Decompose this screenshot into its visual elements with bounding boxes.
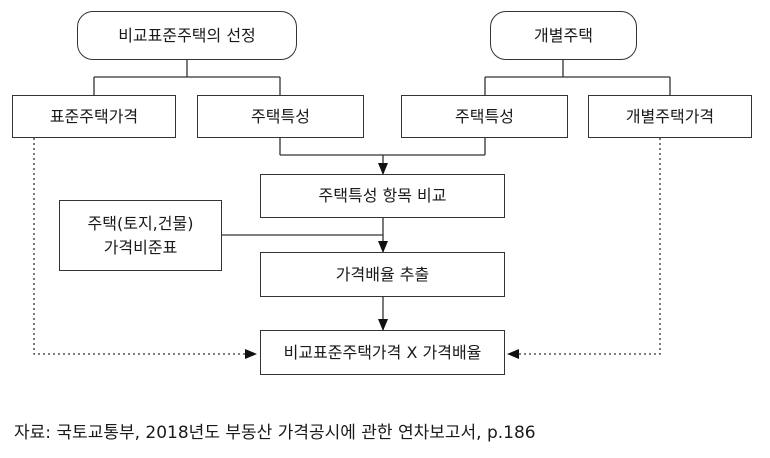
house-attributes-right-box: 주택특성 <box>401 95 568 138</box>
price-multiplier-box: 가격배율 추출 <box>260 252 505 297</box>
comparison-house-selection-box: 비교표준주택의 선정 <box>77 11 297 60</box>
price-table-line2: 가격비준표 <box>103 237 178 257</box>
individual-house-label: 개별주택 <box>534 25 593 45</box>
source-caption: 자료: 국토교통부, 2018년도 부동산 가격공시에 관한 연차보고서, p.… <box>14 423 536 443</box>
attribute-comparison-label: 주택특성 항목 비교 <box>318 186 447 206</box>
standard-house-price-label: 표준주택가격 <box>49 106 139 126</box>
standard-house-price-box: 표준주택가격 <box>12 95 176 138</box>
price-multiplier-label: 가격배율 추출 <box>335 264 430 284</box>
comparison-house-selection-label: 비교표준주택의 선정 <box>118 25 256 45</box>
individual-house-box: 개별주택 <box>490 11 637 60</box>
price-table-line1: 주택(토지,건물) <box>87 214 194 234</box>
house-attributes-left-label: 주택특성 <box>251 106 310 126</box>
result-box: 비교표준주택가격 X 가격배율 <box>260 330 505 375</box>
attribute-comparison-box: 주택특성 항목 비교 <box>260 174 505 218</box>
individual-house-price-box: 개별주택가격 <box>588 95 752 138</box>
house-attributes-left-box: 주택특성 <box>197 95 364 138</box>
individual-house-price-label: 개별주택가격 <box>625 106 715 126</box>
house-attributes-right-label: 주택특성 <box>455 106 514 126</box>
price-table-box: 주택(토지,건물) 가격비준표 <box>59 200 222 271</box>
result-label: 비교표준주택가격 X 가격배율 <box>283 342 482 362</box>
